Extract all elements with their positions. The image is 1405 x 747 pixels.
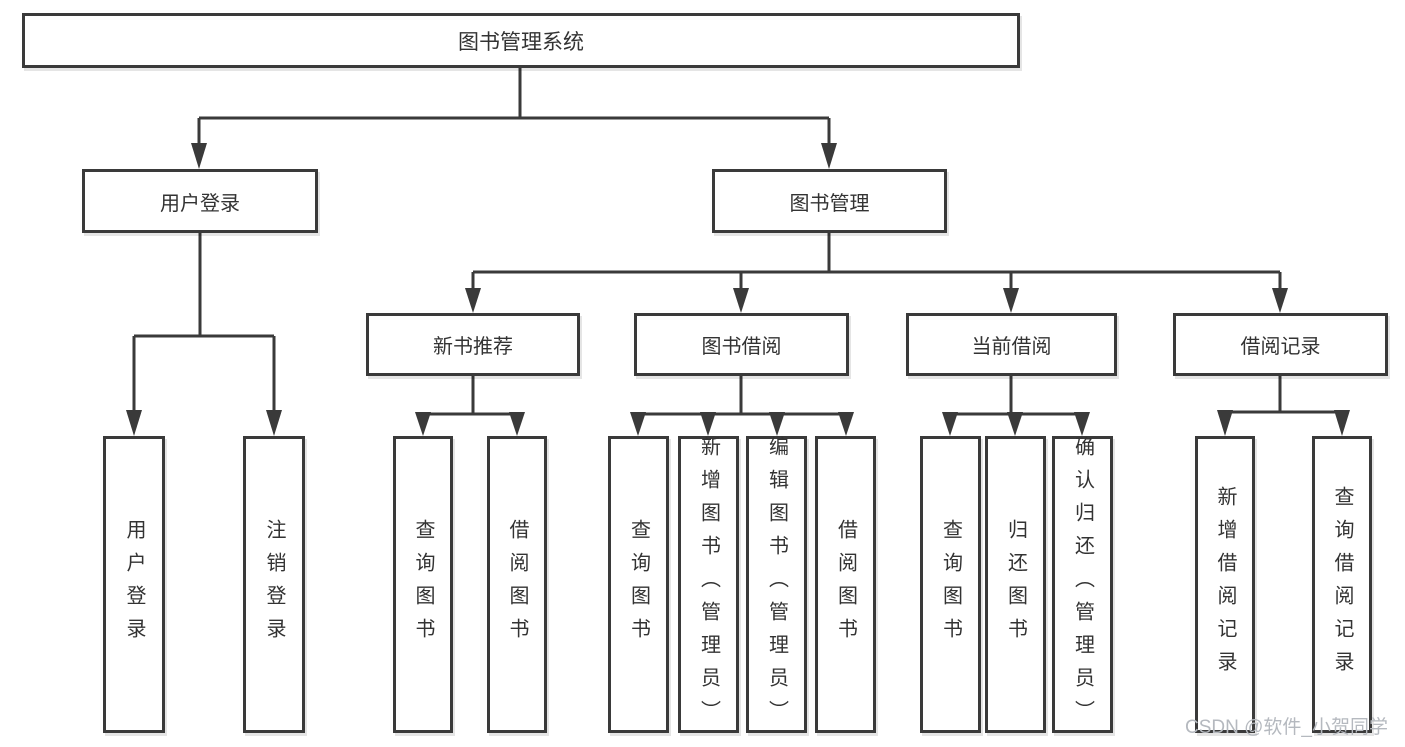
- node-current-borrowing-label: 当前借阅: [971, 336, 1052, 358]
- arrow-down-icon: [126, 410, 142, 436]
- node-book-management-label: 图书管理: [789, 192, 870, 215]
- node-root: 图书管理系统: [22, 13, 1020, 68]
- leaf-logout-label: 注销登录: [263, 518, 285, 651]
- node-borrowing-records: 借阅记录: [1173, 313, 1388, 376]
- leaf-query-books-borrowing-label: 查询图书: [627, 518, 650, 651]
- leaf-query-books-current: 查询图书: [920, 436, 981, 733]
- leaf-return-books-label: 归还图书: [1004, 518, 1027, 651]
- arrow-down-icon: [1217, 410, 1233, 436]
- leaf-query-borrow-record: 查询借阅记录: [1312, 436, 1372, 733]
- leaf-edit-books-admin: 编辑图书（管理员）: [746, 436, 807, 733]
- node-new-book-recommendation: 新书推荐: [366, 313, 580, 376]
- arrow-down-icon: [1074, 412, 1090, 436]
- node-book-borrowing-label: 图书借阅: [701, 336, 782, 358]
- arrow-down-icon: [821, 143, 837, 169]
- arrow-down-icon: [1334, 410, 1350, 436]
- arrow-down-icon: [191, 143, 207, 169]
- leaf-add-books-admin: 新增图书（管理员）: [678, 436, 739, 733]
- leaf-borrow-books-borrowing-label: 借阅图书: [834, 518, 857, 651]
- arrow-down-icon: [630, 412, 646, 436]
- arrow-down-icon: [509, 412, 525, 436]
- node-current-borrowing: 当前借阅: [906, 313, 1117, 376]
- arrow-down-icon: [769, 412, 785, 436]
- arrow-down-icon: [1003, 288, 1019, 313]
- arrow-down-icon: [266, 410, 282, 436]
- node-borrowing-records-label: 借阅记录: [1240, 336, 1321, 358]
- leaf-query-books-recommend-label: 查询图书: [412, 518, 434, 651]
- leaf-user-login: 用户登录: [103, 436, 165, 733]
- leaf-query-books-borrowing: 查询图书: [608, 436, 669, 733]
- arrow-down-icon: [942, 412, 958, 436]
- node-root-label: 图书管理系统: [458, 30, 584, 54]
- arrow-down-icon: [838, 412, 854, 436]
- leaf-borrow-books-recommend: 借阅图书: [487, 436, 547, 733]
- leaf-add-borrow-record-label: 新增借阅记录: [1214, 485, 1236, 684]
- arrow-down-icon: [1007, 412, 1023, 436]
- leaf-borrow-books-recommend-label: 借阅图书: [506, 518, 528, 651]
- leaf-logout: 注销登录: [243, 436, 305, 733]
- leaf-edit-books-admin-label: 编辑图书（管理员）: [765, 436, 788, 733]
- node-book-management: 图书管理: [712, 169, 947, 233]
- arrow-down-icon: [1272, 288, 1288, 313]
- arrow-down-icon: [700, 412, 716, 436]
- node-new-book-recommendation-label: 新书推荐: [433, 336, 513, 358]
- leaf-return-books: 归还图书: [985, 436, 1046, 733]
- node-user-login-label: 用户登录: [160, 192, 240, 215]
- node-book-borrowing: 图书借阅: [634, 313, 849, 376]
- node-user-login: 用户登录: [82, 169, 318, 233]
- arrow-down-icon: [415, 412, 431, 436]
- leaf-query-borrow-record-label: 查询借阅记录: [1331, 485, 1353, 684]
- leaf-user-login-label: 用户登录: [123, 518, 145, 651]
- csdn-watermark: CSDN @软件_小贺同学: [1185, 717, 1388, 738]
- leaf-borrow-books-borrowing: 借阅图书: [815, 436, 876, 733]
- leaf-query-books-current-label: 查询图书: [939, 518, 962, 651]
- leaf-query-books-recommend: 查询图书: [393, 436, 453, 733]
- arrow-down-icon: [733, 288, 749, 313]
- leaf-add-borrow-record: 新增借阅记录: [1195, 436, 1255, 733]
- leaf-confirm-return-admin: 确认归还（管理员）: [1052, 436, 1113, 733]
- leaf-add-books-admin-label: 新增图书（管理员）: [697, 436, 720, 733]
- leaf-confirm-return-admin-label: 确认归还（管理员）: [1071, 436, 1094, 733]
- arrow-down-icon: [465, 288, 481, 313]
